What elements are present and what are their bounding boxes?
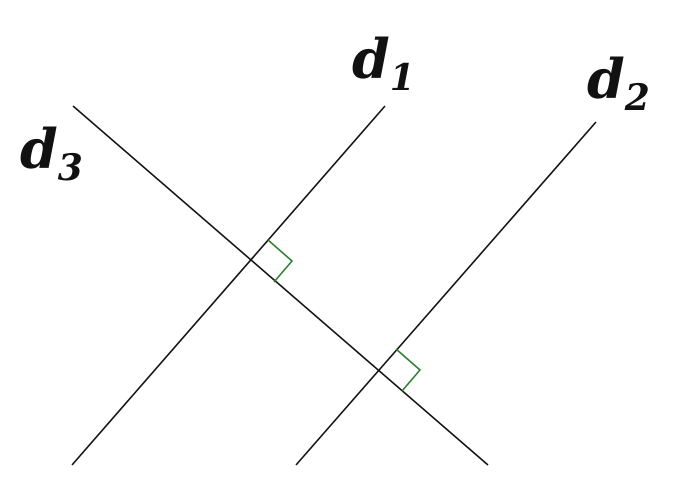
label-d1-name: d	[352, 27, 390, 91]
line-d3	[72, 105, 489, 466]
right-angle-mark-d2-d3	[395, 348, 422, 392]
label-d3: d3	[20, 117, 83, 189]
label-d1-subscript: 1	[390, 57, 415, 99]
label-d2: d2	[587, 47, 650, 119]
label-d3-name: d	[20, 117, 58, 181]
label-d3-subscript: 3	[58, 147, 83, 189]
right-angle-mark-d1-d3	[267, 239, 294, 283]
line-d2	[295, 121, 597, 466]
label-d2-subscript: 2	[624, 77, 650, 119]
line-d1	[71, 105, 386, 466]
label-d1: d1	[352, 27, 415, 99]
label-d2-name: d	[587, 47, 625, 111]
